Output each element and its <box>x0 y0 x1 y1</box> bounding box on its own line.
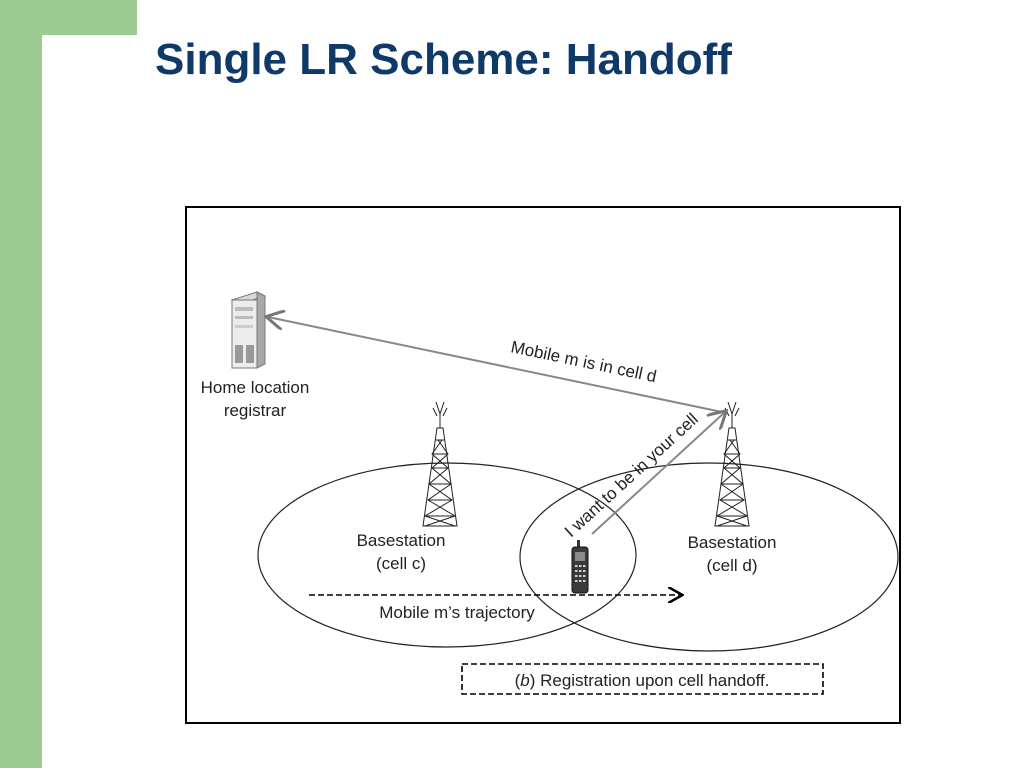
cell-c-coverage <box>257 462 637 648</box>
antenna-tower-icon <box>422 401 458 527</box>
caption-text: ) Registration upon cell handoff. <box>530 671 770 690</box>
cell-d-coverage <box>519 462 899 652</box>
hlr-update-arrow <box>268 317 723 413</box>
base-d-label-line2: (cell d) <box>706 556 757 575</box>
hlr-label-line1: Home location <box>201 378 310 397</box>
slide-title: Single LR Scheme: Handoff <box>155 35 732 84</box>
base-c-label-line1: Basestation <box>357 531 446 550</box>
caption-letter: b <box>520 671 529 690</box>
registration-request-arrow <box>591 412 725 535</box>
base-d-label-line1: Basestation <box>688 533 777 552</box>
antenna-tower-icon <box>714 401 750 527</box>
caption-open-paren: ( <box>515 671 521 690</box>
server-icon <box>230 291 267 369</box>
trajectory-label: Mobile m’s trajectory <box>379 603 535 622</box>
mobile-phone-icon <box>571 540 589 594</box>
registration-request-message: I want to be in your cell <box>561 409 702 540</box>
hlr-label-line2: registrar <box>224 401 287 420</box>
caption-box <box>461 663 824 695</box>
figure-caption: (b) Registration upon cell handoff. <box>515 671 770 690</box>
base-c-label-line2: (cell c) <box>376 554 426 573</box>
figure-frame <box>185 206 901 724</box>
hlr-update-message: Mobile m is in cell d <box>509 337 658 386</box>
slide-accent-bar <box>0 0 42 768</box>
